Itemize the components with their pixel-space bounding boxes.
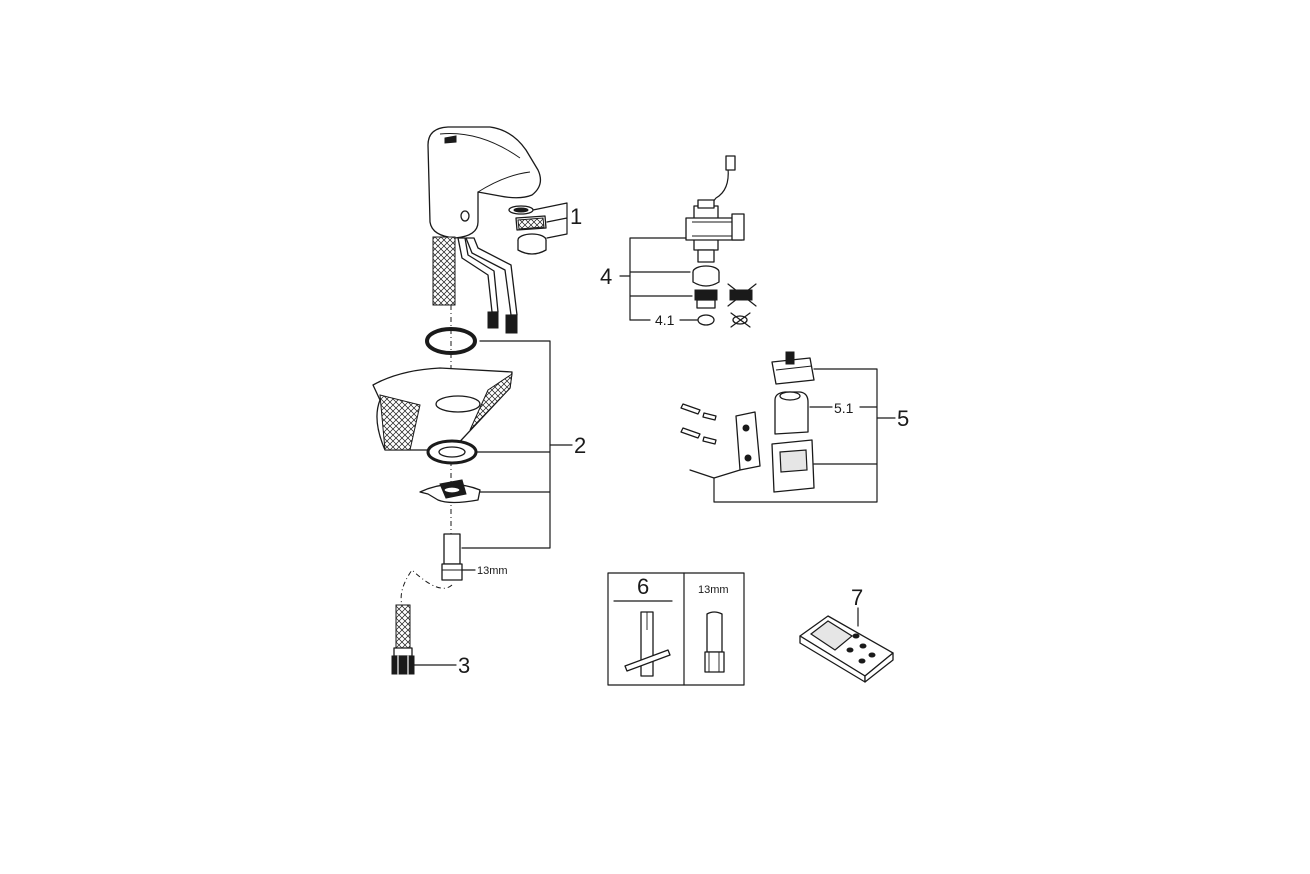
label-part-4-1: 4.1 bbox=[655, 312, 675, 328]
label-part-5-1: 5.1 bbox=[834, 400, 854, 416]
control-box-set: 5.1 5 bbox=[680, 351, 909, 503]
remote-control: 7 bbox=[799, 585, 894, 683]
label-part-7: 7 bbox=[851, 585, 863, 610]
label-part-2: 2 bbox=[574, 433, 586, 458]
mounting-set: 13mm 2 bbox=[372, 305, 586, 581]
supply-hose: 3 bbox=[391, 569, 470, 678]
faucet-hoses bbox=[432, 236, 518, 334]
tools-box: 6 13mm bbox=[607, 572, 745, 686]
label-socket-size-box: 13mm bbox=[698, 584, 729, 596]
label-socket-size-main: 13mm bbox=[477, 565, 508, 577]
label-part-4: 4 bbox=[600, 264, 612, 289]
solenoid-valve-set: 4 4.1 bbox=[600, 155, 757, 328]
label-part-3: 3 bbox=[458, 653, 470, 678]
label-part-6: 6 bbox=[637, 574, 649, 599]
label-part-5: 5 bbox=[897, 406, 909, 431]
aerator-parts: 1 bbox=[508, 202, 582, 255]
label-part-1: 1 bbox=[570, 204, 582, 229]
